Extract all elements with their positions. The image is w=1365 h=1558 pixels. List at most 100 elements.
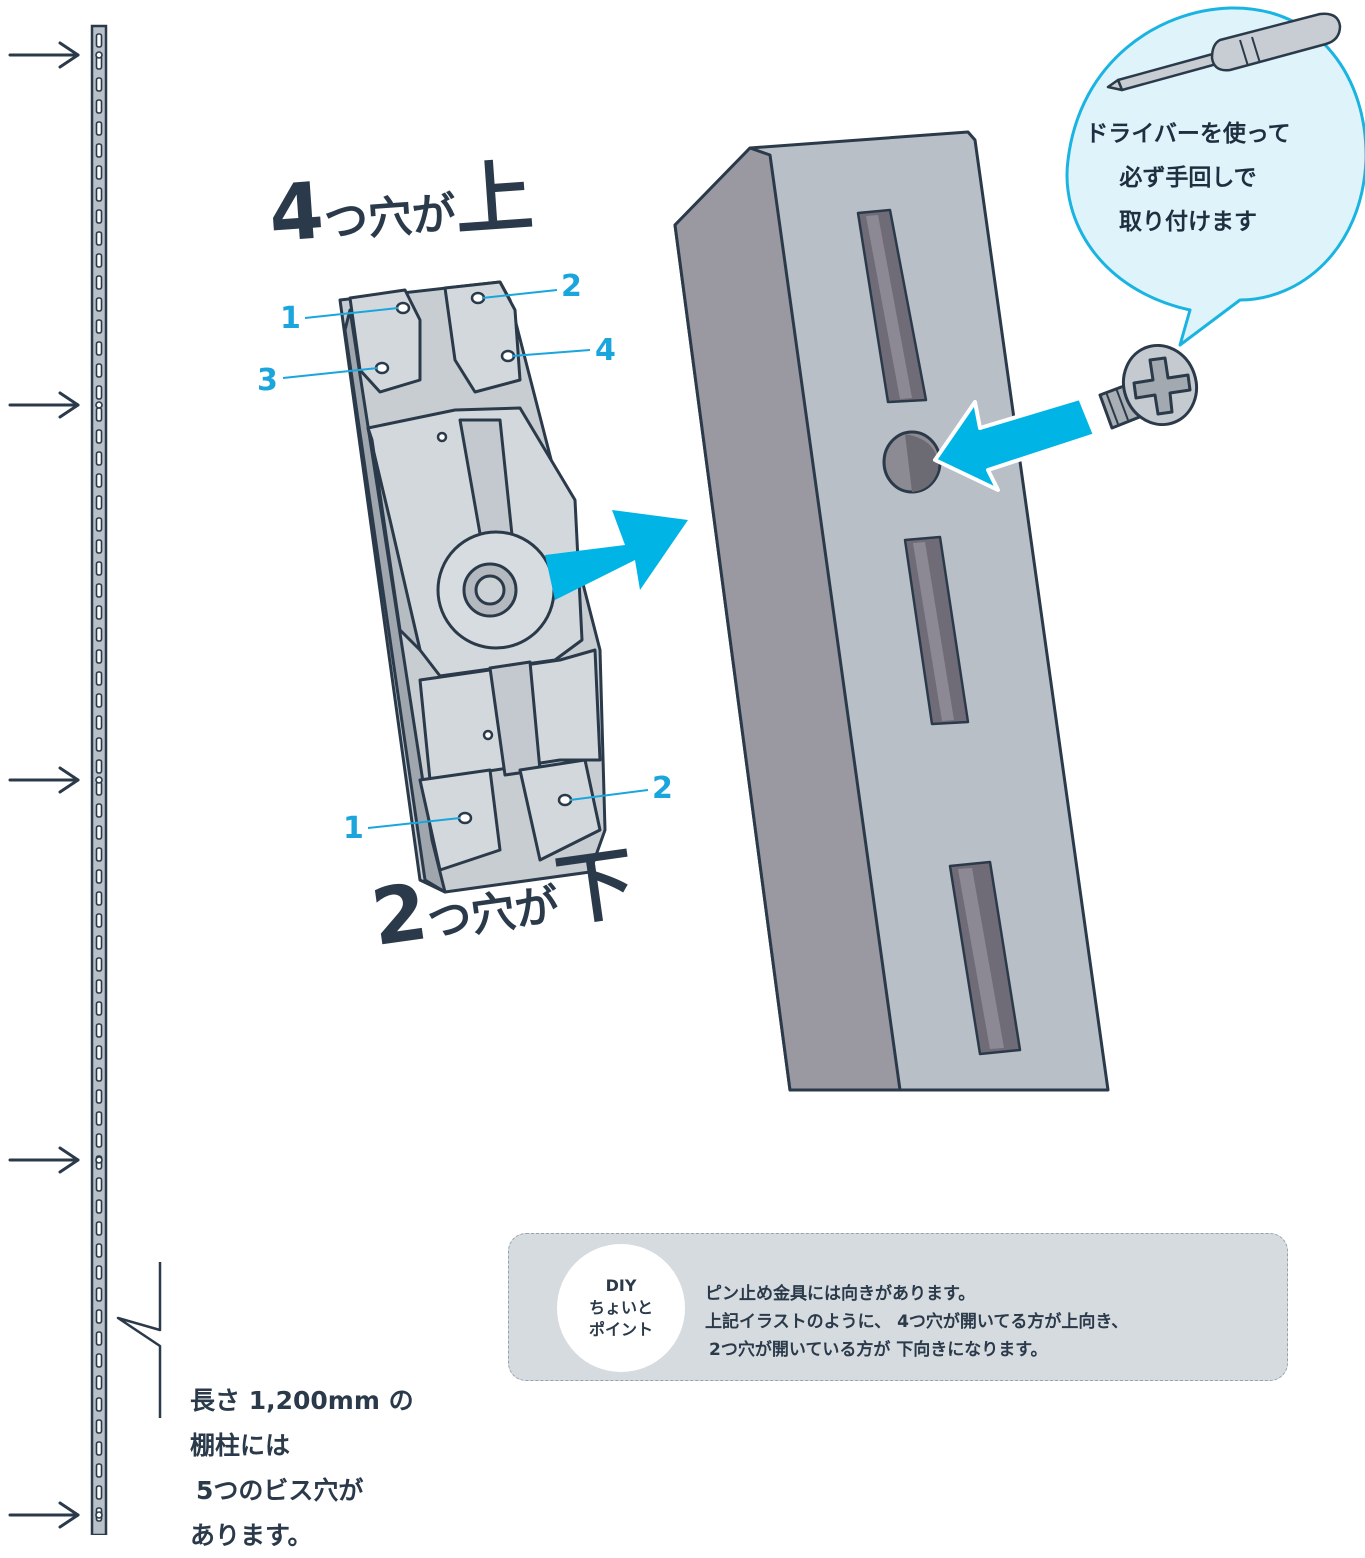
arrow-right-icon: [8, 766, 80, 794]
tip-line: 上記イラストのように、 4つ穴が開いてる方が上向き、: [705, 1312, 1129, 1332]
rail-slot: [95, 957, 103, 972]
rail-slot: [95, 1133, 103, 1148]
rail-slot: [95, 121, 103, 136]
rail-slot: [95, 979, 103, 994]
rail-slot: [95, 165, 103, 180]
pin-fitting: [338, 280, 607, 894]
rail-slot: [95, 1089, 103, 1104]
rail-slot: [95, 99, 103, 114]
diy-tip-box: DIY ちょいと ポイント ピン止め金具には向きがあります。 上記イラストのよう…: [508, 1233, 1288, 1381]
rail-slot: [95, 1485, 103, 1500]
rail-slot: [95, 187, 103, 202]
rail-slot: [95, 363, 103, 378]
rail-slot: [95, 1221, 103, 1236]
diy-tip-badge: DIY ちょいと ポイント: [557, 1244, 685, 1372]
rail-screw-hole: [95, 776, 103, 784]
rail-slot: [95, 495, 103, 510]
rail-slot: [95, 407, 103, 422]
shelf-rail: [90, 24, 108, 1535]
rail-slot: [95, 715, 103, 730]
rail-slot: [95, 1353, 103, 1368]
rail-slot: [95, 913, 103, 928]
rail-slot: [95, 319, 103, 334]
note-bracket: [116, 1262, 162, 1418]
note-line: あります。: [190, 1521, 313, 1550]
rail-slot: [95, 891, 103, 906]
rail-slot: [95, 1067, 103, 1082]
arrow-right-icon: [8, 1146, 80, 1174]
heading-top-middle: つ穴が: [322, 188, 458, 249]
note-line: 長さ 1,200mm の: [190, 1386, 414, 1415]
speech-bubble-text: ドライバーを使って 必ず手回しで 取り付けます: [1080, 112, 1296, 244]
rail-slot: [95, 1463, 103, 1478]
rail-screw-hole: [95, 401, 103, 409]
arrow-right-icon: [8, 391, 80, 419]
diy-tip-text: ピン止め金具には向きがあります。 上記イラストのように、 4つ穴が開いてる方が上…: [705, 1280, 1128, 1364]
rail-slot: [95, 1111, 103, 1126]
rail-slot: [95, 297, 103, 312]
tip-line: 2つ穴が開いている方が 下向きになります。: [709, 1340, 1048, 1360]
hole-label-1-top: 1: [280, 301, 301, 336]
rail-slot: [95, 781, 103, 796]
rail-slot: [95, 825, 103, 840]
rail-slot: [95, 869, 103, 884]
rail-note: 長さ 1,200mm の 棚柱には 5つのビス穴が あります。: [190, 1378, 414, 1558]
heading-four-holes-up: 4つ穴が上: [266, 152, 536, 260]
rail-slot: [95, 209, 103, 224]
rail-slot: [95, 1375, 103, 1390]
hole-leaders: [282, 289, 649, 829]
rail-slot: [95, 847, 103, 862]
hole-label-4-top: 4: [595, 333, 616, 368]
badge-line: ポイント: [588, 1320, 653, 1339]
rail-slot: [95, 671, 103, 686]
bubble-line: ドライバーを使って: [1085, 121, 1291, 147]
screw-icon: [1098, 343, 1198, 430]
rail-arrows: [8, 41, 80, 1529]
hole-label-3-top: 3: [257, 363, 278, 398]
rail-slot: [95, 275, 103, 290]
rail-slot: [95, 1023, 103, 1038]
heading-bottom-number: 2: [366, 867, 433, 964]
hole-label-2-top: 2: [561, 269, 582, 304]
rail-slot: [95, 473, 103, 488]
tip-line: ピン止め金具には向きがあります。: [705, 1284, 976, 1304]
rail-slot: [95, 1397, 103, 1412]
note-line: 5つのビス穴が: [196, 1476, 364, 1505]
hole-label-2-bottom: 2: [652, 771, 673, 806]
rail-slot: [95, 935, 103, 950]
rail-slot: [95, 583, 103, 598]
badge-line: ちょいと: [588, 1298, 653, 1317]
rail-slot: [95, 341, 103, 356]
rail-slot: [95, 1331, 103, 1346]
rail-slot: [95, 561, 103, 576]
rail-screw-hole: [95, 1156, 103, 1164]
heading-top-big: 上: [451, 151, 537, 247]
rail-slot: [95, 1287, 103, 1302]
badge-line: DIY: [605, 1276, 637, 1295]
rail-slot: [95, 1243, 103, 1258]
arrow-right-icon: [545, 510, 688, 600]
shelf-post: [673, 130, 1110, 1092]
rail-slot: [95, 1177, 103, 1192]
rail-slot: [95, 1441, 103, 1456]
rail-slot: [95, 143, 103, 158]
rail-slot: [95, 517, 103, 532]
rail-slot: [95, 231, 103, 246]
rail-slot: [95, 1199, 103, 1214]
rail-slot: [95, 77, 103, 92]
rail-slot: [95, 429, 103, 444]
heading-top-number: 4: [266, 166, 327, 260]
rail-slot: [95, 1419, 103, 1434]
rail-slot: [95, 803, 103, 818]
rail-slot: [95, 649, 103, 664]
rail-slot: [95, 1001, 103, 1016]
rail-slot: [95, 253, 103, 268]
hole-label-1-bottom: 1: [343, 811, 364, 846]
rail-screw-hole: [95, 51, 103, 59]
arrow-left-icon: [933, 396, 1097, 492]
rail-slot: [95, 1309, 103, 1324]
rail-slot: [95, 605, 103, 620]
bubble-line: 取り付けます: [1119, 209, 1257, 235]
rail-screw-hole: [95, 1511, 103, 1519]
